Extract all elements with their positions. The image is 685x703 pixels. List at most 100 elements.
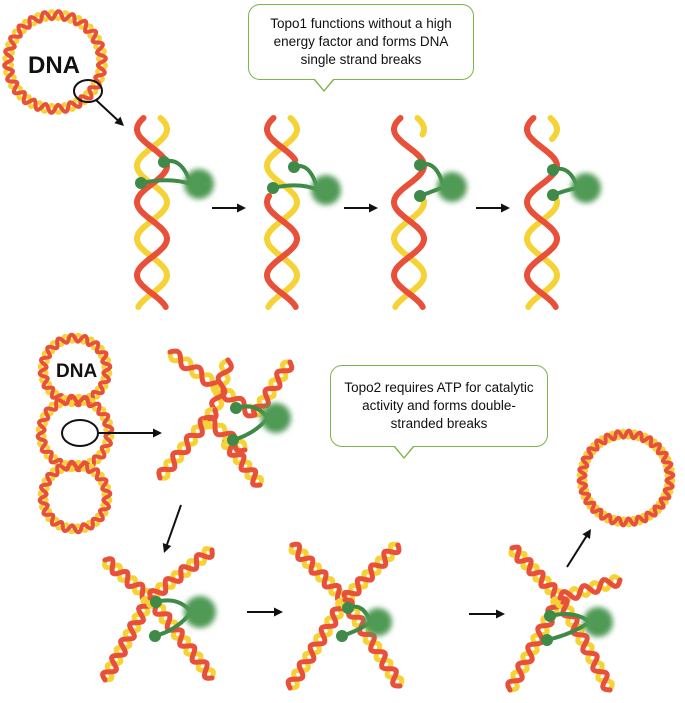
arrow-line <box>165 504 182 547</box>
topo1-helix <box>263 115 301 310</box>
crossing-strand <box>285 597 350 691</box>
dna-strand <box>524 193 561 310</box>
crossing-strand <box>102 556 153 602</box>
arrow-head <box>153 428 162 438</box>
arrow-head <box>274 607 283 617</box>
topo1-enzyme-2 <box>267 161 341 205</box>
enzyme-joint <box>342 602 354 614</box>
dna-label-top: DNA <box>28 52 80 79</box>
dna-strand <box>37 459 113 535</box>
step-arrow <box>162 504 182 553</box>
dna-strand <box>523 115 561 310</box>
dna-strand <box>202 414 248 454</box>
arrows <box>95 99 591 619</box>
final-arrow <box>566 529 591 568</box>
topo1-helix <box>523 115 561 310</box>
topo1-helix <box>133 115 171 310</box>
step-arrow <box>344 203 378 213</box>
dna-strand <box>576 428 676 528</box>
topo1-enzyme-4 <box>547 164 601 203</box>
step-arrow <box>247 607 283 617</box>
crossing-strand <box>202 414 248 454</box>
arrow-line <box>95 99 120 122</box>
enzyme-joint <box>547 164 559 176</box>
enzyme-joint <box>541 634 553 646</box>
crossing-strand <box>146 595 216 681</box>
markers <box>61 79 103 447</box>
dna-strand <box>341 542 402 603</box>
dna-strand <box>133 115 171 310</box>
arrow-head <box>237 203 246 213</box>
magnify-circle <box>73 79 103 103</box>
topo2-enzyme-1 <box>227 402 291 446</box>
dna-strand <box>342 597 403 689</box>
step-arrow <box>476 203 510 213</box>
enzyme-joint <box>149 630 161 642</box>
enzyme-joint <box>135 177 147 189</box>
crossing-strand <box>340 597 405 689</box>
dna-strand <box>390 115 428 310</box>
crossing-strand <box>341 541 402 604</box>
crossing-strand <box>288 541 349 604</box>
crossing-strand <box>209 357 234 413</box>
dna-strand <box>156 407 219 481</box>
dna-strand <box>2 9 108 115</box>
crossing-strand <box>557 574 623 604</box>
step-arrow <box>469 609 505 619</box>
dna-strands <box>2 9 676 693</box>
crossing-strand <box>156 407 219 481</box>
dna-strand <box>209 357 234 413</box>
enzyme-body <box>583 607 613 637</box>
crossing-strand <box>100 595 155 683</box>
enzyme-joint <box>288 161 300 173</box>
topo2-enzyme-4 <box>541 607 613 646</box>
arrow-head <box>582 529 591 540</box>
enzyme-body <box>184 169 214 199</box>
arrow-head <box>369 203 378 213</box>
topo2-enzyme-2 <box>149 596 216 642</box>
enzyme-body <box>184 596 216 628</box>
topo2-callout-text: Topo2 requires ATP for catalytic activit… <box>344 380 534 431</box>
enzyme-joint <box>414 190 426 202</box>
dna-circle-lower <box>37 459 113 535</box>
dna-circle-final <box>576 428 676 528</box>
dna-strand <box>557 577 623 601</box>
enzyme-joint <box>414 159 426 171</box>
enzymes <box>135 156 613 646</box>
dna-strand <box>222 437 263 488</box>
dna-strand <box>263 115 301 310</box>
enzyme-body <box>437 172 467 202</box>
zoom-arrow <box>95 99 124 126</box>
crossing-strand <box>220 437 265 488</box>
topo1-helix <box>390 115 428 310</box>
dna-strand <box>250 359 295 418</box>
topo1-callout-text: Topo1 functions without a high energy fa… <box>270 16 452 67</box>
dna-strand <box>102 556 153 602</box>
topo1-callout: Topo1 functions without a high energy fa… <box>248 4 474 92</box>
enzyme-body <box>311 175 341 205</box>
dna-strand <box>509 544 563 602</box>
step-arrow <box>212 203 246 213</box>
zoom-arrow <box>98 428 162 438</box>
callout-tail-fill <box>314 78 333 90</box>
enzyme-body <box>364 608 392 636</box>
dna-label-bottom: DNA <box>56 361 97 382</box>
crossing-strand <box>508 544 564 602</box>
dna-strand <box>147 595 215 681</box>
enzyme-joint <box>230 402 242 414</box>
dna-strand <box>263 193 300 310</box>
dna-strand <box>167 348 258 419</box>
crossing-strand <box>147 546 215 602</box>
crossing-strand <box>250 359 295 418</box>
enzyme-body <box>261 403 291 433</box>
callout-tail-fill <box>394 445 413 457</box>
arrow-head <box>501 203 510 213</box>
dna-strand <box>285 597 350 691</box>
dna-strand <box>264 115 299 163</box>
arrow-head <box>114 116 124 126</box>
topo1-enzyme-3 <box>414 159 467 202</box>
arrow-head <box>496 609 505 619</box>
dna-strand <box>547 115 560 142</box>
